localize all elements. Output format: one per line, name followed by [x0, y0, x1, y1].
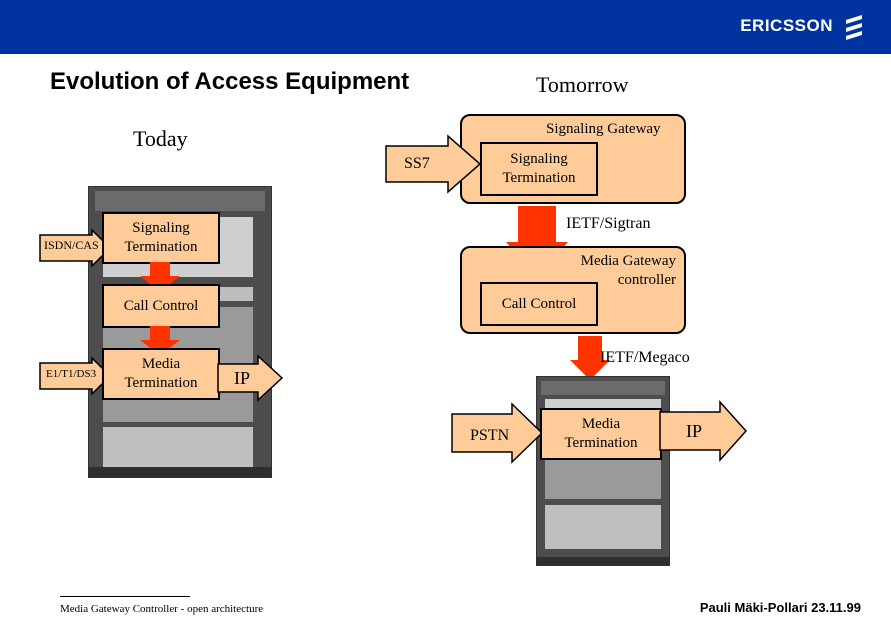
- today-input-arrow-2: [39, 356, 112, 396]
- today-ip-label: IP: [234, 368, 251, 388]
- tomorrow-signaling-termination-box: Signaling Termination: [480, 142, 598, 196]
- tomorrow-signaling-termination-label: Signaling Termination: [502, 151, 576, 186]
- today-input-arrow-1: [39, 228, 112, 268]
- tomorrow-ip-label: IP: [686, 421, 703, 441]
- footer-rule: [60, 596, 190, 597]
- ericsson-mark-icon: [846, 15, 862, 40]
- megaco-down-arrow: [570, 336, 610, 380]
- sigtran-label: IETF/Sigtran: [566, 215, 651, 232]
- today-call-control-label: Call Control: [123, 297, 199, 314]
- footer-author-date: Pauli Mäki-Pollari 23.11.99: [699, 600, 861, 615]
- media-gateway-controller-label: Media Gateway controller: [580, 253, 676, 288]
- pstn-label: PSTN: [470, 427, 510, 444]
- tomorrow-ip-arrow: [659, 400, 748, 462]
- today-signaling-termination-box: Signaling Termination: [102, 212, 220, 264]
- footer-left-text: Media Gateway Controller - open architec…: [60, 603, 264, 615]
- today-down-arrow-2: [140, 326, 180, 356]
- today-call-control-box: Call Control: [102, 284, 220, 328]
- signaling-gateway-label: Signaling Gateway: [546, 121, 661, 137]
- today-signaling-termination-label: Signaling Termination: [124, 220, 198, 255]
- today-media-termination-box: Media Termination: [102, 348, 220, 400]
- tomorrow-media-termination-box: Media Termination: [540, 408, 662, 460]
- tomorrow-equipment-rack: [536, 376, 670, 566]
- today-media-termination-label: Media Termination: [124, 356, 198, 391]
- pstn-arrow: [451, 402, 544, 464]
- ericsson-logo-text: ERICSSON: [740, 16, 833, 35]
- tomorrow-call-control-label: Call Control: [501, 295, 577, 312]
- today-down-arrow: [140, 262, 180, 292]
- slide-title: Evolution of Access Equipment: [50, 68, 410, 95]
- tomorrow-call-control-box: Call Control: [480, 282, 598, 326]
- today-label: Today: [133, 126, 188, 151]
- megaco-label: IETF/Megaco: [600, 349, 690, 366]
- header-bar: [0, 0, 891, 54]
- ss7-arrow: [385, 134, 482, 194]
- e1-t1-ds3-label: E1/T1/DS3: [46, 368, 97, 380]
- tomorrow-media-termination-label: Media Termination: [564, 416, 638, 451]
- today-ip-arrow: [217, 354, 284, 402]
- isdn-cas-label: ISDN/CAS: [44, 238, 99, 252]
- tomorrow-label: Tomorrow: [536, 72, 629, 97]
- ss7-label: SS7: [404, 155, 430, 172]
